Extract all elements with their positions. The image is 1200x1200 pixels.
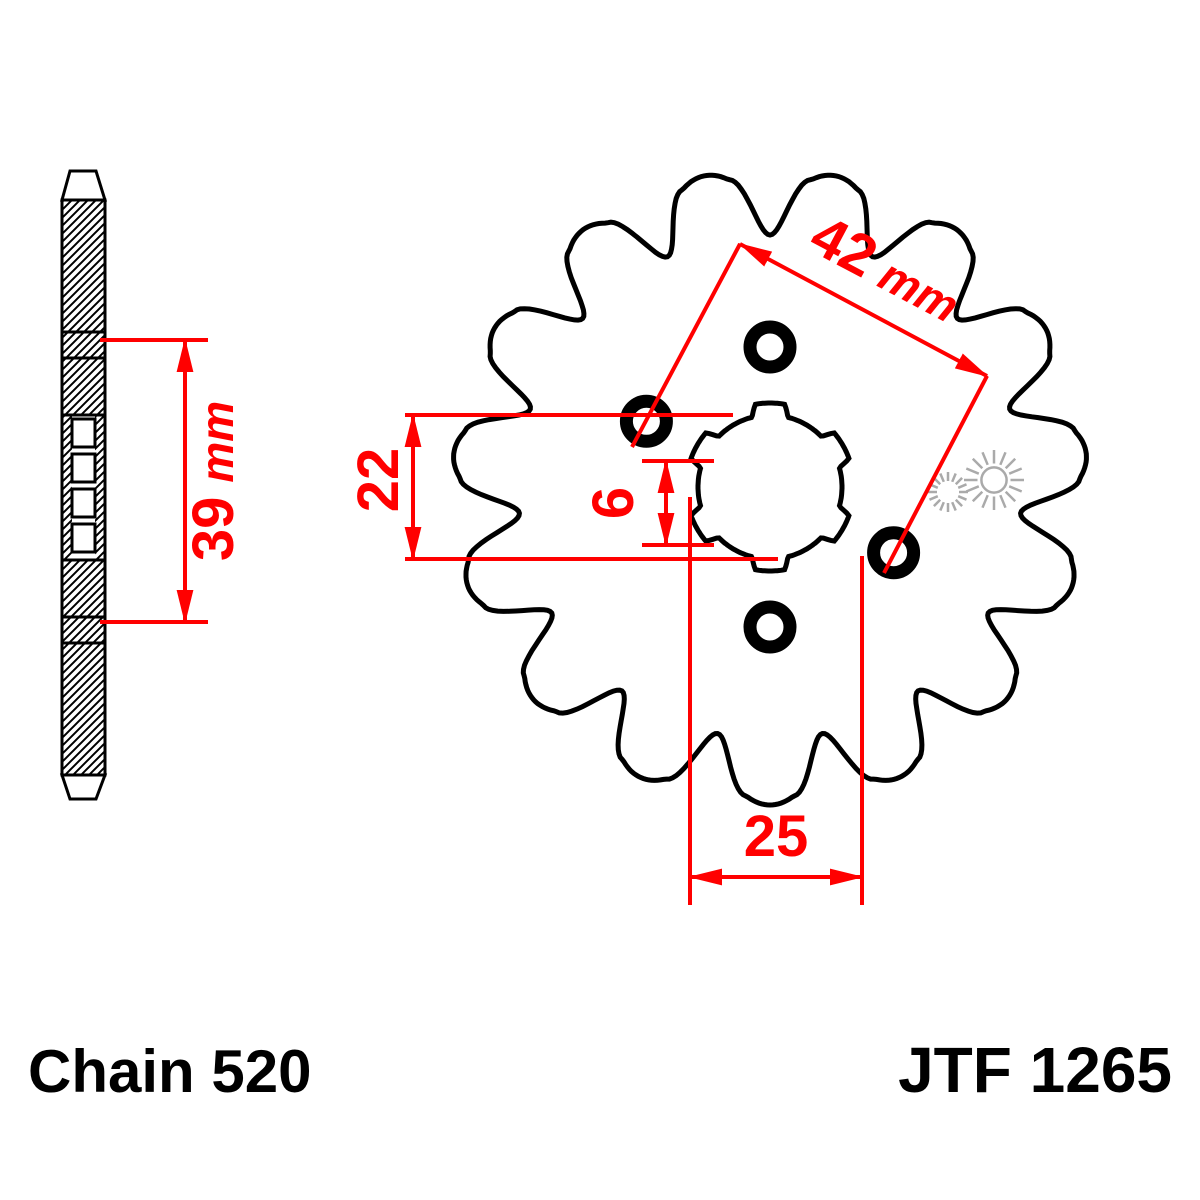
watermark xyxy=(928,450,1024,512)
side-section xyxy=(60,641,107,777)
extension-line xyxy=(882,375,989,574)
spline-tooth-section xyxy=(70,487,97,519)
bolt-hole xyxy=(743,320,797,374)
side-section xyxy=(60,330,107,360)
part-number-label: JTF 1265 xyxy=(898,1034,1172,1106)
side-section xyxy=(60,558,107,619)
front-view xyxy=(451,172,1089,808)
dim-6-label: 6 xyxy=(581,487,646,519)
dimension-line xyxy=(738,242,989,378)
dim-22-label: 22 xyxy=(346,448,411,513)
dimension-39: 39mm xyxy=(100,338,246,624)
side-bottom-cap xyxy=(59,773,108,801)
side-hub-hatch-right xyxy=(95,415,105,560)
spline-tooth-section xyxy=(70,522,97,554)
dimension-25: 25 xyxy=(688,497,864,905)
spline-tooth-section xyxy=(70,417,97,449)
dimension-22: 22 xyxy=(346,413,778,561)
bolt-hole xyxy=(743,600,797,654)
spline-tooth-section xyxy=(70,452,97,484)
watermark-sunburst-icon xyxy=(964,450,1024,510)
side-section xyxy=(60,198,107,334)
chain-size-label: Chain 520 xyxy=(28,1038,311,1105)
side-top-cap xyxy=(60,169,108,202)
side-hub-hatch-left xyxy=(62,415,72,560)
watermark-sunburst-icon xyxy=(928,472,968,512)
side-section xyxy=(60,615,107,645)
side-section xyxy=(60,356,107,417)
side-view xyxy=(59,169,108,801)
spline-bore xyxy=(688,400,852,574)
dim-39-label: 39mm xyxy=(181,401,246,561)
dim-25-label: 25 xyxy=(744,804,809,869)
dimension-6: 6 xyxy=(581,459,714,547)
watermark-circle-icon xyxy=(980,466,1008,494)
